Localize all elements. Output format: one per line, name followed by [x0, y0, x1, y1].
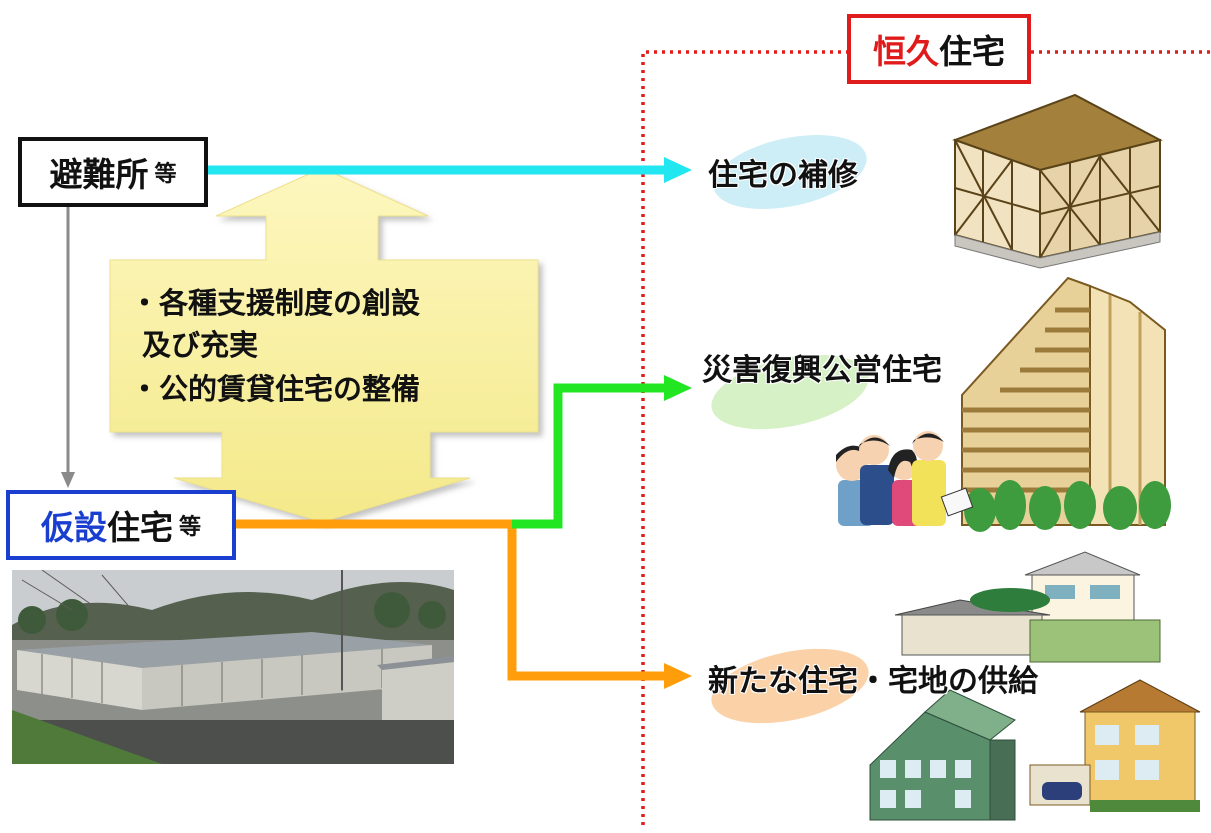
new-supply-arrow — [230, 519, 692, 689]
permanent-label-part1: 恒久 — [873, 32, 939, 71]
new-supply-label: 新たな住宅・宅地の供給 — [708, 664, 1038, 699]
support-line-3: ・公的賃貸住宅の整備 — [130, 372, 421, 406]
support-line-2: 及び充実 — [142, 328, 259, 362]
houses-illustration — [869, 551, 1201, 821]
repair-arrow — [204, 157, 692, 183]
temporary-label-part1: 仮設 — [40, 508, 107, 547]
temporary-housing-photo — [12, 570, 454, 764]
public-housing-label: 災害復興公営住宅 — [702, 353, 942, 388]
shelter-to-temporary-arrow — [61, 204, 75, 488]
permanent-label-part2: 住宅 — [939, 32, 1005, 71]
public-housing-arrow — [512, 375, 692, 529]
shelter-box: 避難所 等 — [18, 137, 208, 207]
repair-label-blob — [713, 134, 867, 210]
temporary-label-part2: 住宅 — [106, 508, 173, 547]
new-supply-label-blob — [711, 648, 869, 724]
repair-label: 住宅の補修 — [708, 158, 858, 193]
shelter-label: 避難所 — [49, 155, 149, 194]
temporary-suffix: 等 — [178, 515, 201, 540]
people-illustration — [836, 431, 974, 526]
wooden-house-illustration — [952, 93, 1163, 269]
shelter-suffix: 等 — [154, 162, 177, 187]
permanent-region-border — [641, 50, 1211, 825]
public-housing-label-blob — [711, 354, 869, 430]
apartment-building-illustration — [961, 276, 1171, 532]
temporary-housing-box: 仮設 住宅 等 — [6, 490, 236, 560]
permanent-housing-box: 恒久 住宅 — [847, 14, 1031, 84]
support-line-1: ・各種支援制度の創設 — [130, 286, 421, 320]
